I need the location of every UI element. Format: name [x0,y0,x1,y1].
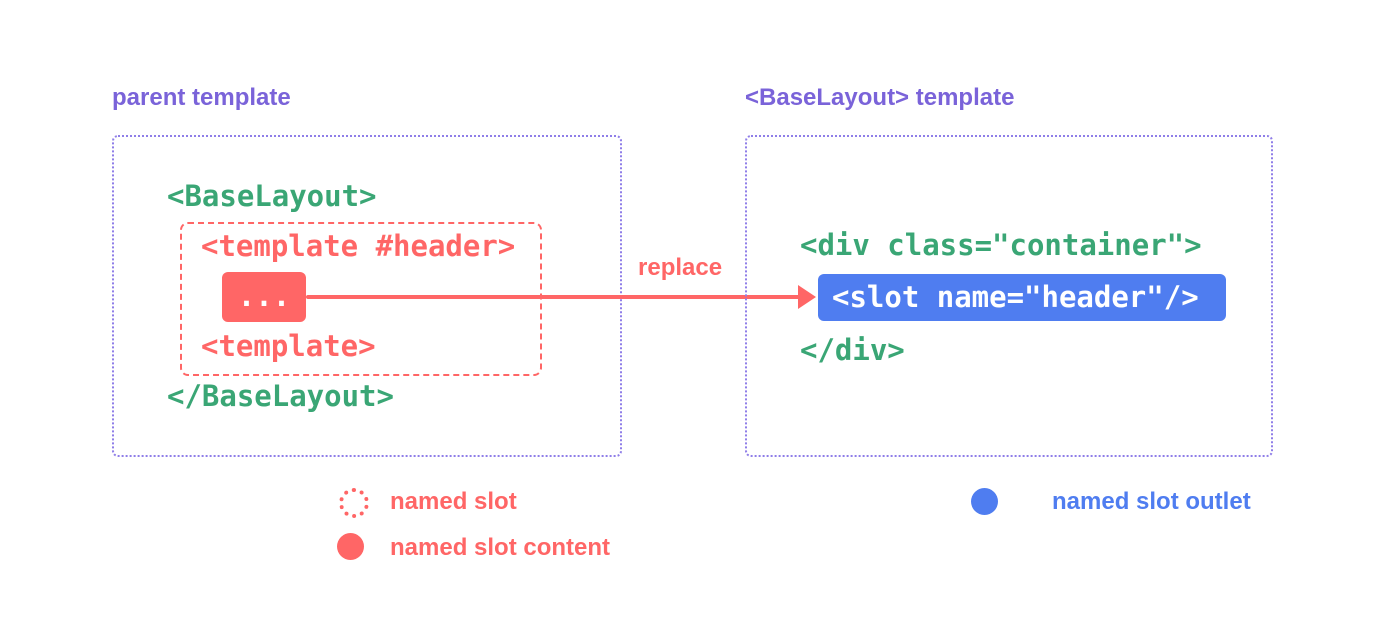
code-slot-content-ellipsis: ... [237,279,291,314]
code-baselayout-open: <BaseLayout> [167,179,377,213]
code-template-header-open: <template #header> [201,229,516,263]
parent-template-title: parent template [112,84,291,111]
named-slot-legend-icon [339,488,369,518]
named-slot-outlet-legend-label: named slot outlet [1052,488,1251,515]
code-baselayout-close: </BaseLayout> [167,379,394,413]
named-slot-content-legend-icon [337,533,364,560]
named-slot-outlet-legend-icon [971,488,998,515]
named-slot-content-box: ... [222,272,306,322]
named-slot-content-legend-label: named slot content [390,534,611,561]
code-template-close: <template> [201,329,376,363]
baselayout-template-title: <BaseLayout> template [745,84,1015,111]
code-div-close: </div> [800,333,905,367]
code-div-container-open: <div class="container"> [800,228,1202,262]
named-slot-legend-label: named slot [390,488,517,515]
replace-arrow-label: replace [638,254,723,281]
baselayout-template-box [745,135,1273,457]
named-slot-dashed-box [180,222,542,376]
replace-arrow-head-icon [798,285,816,309]
code-slot-outlet: <slot name="header"/> [832,279,1199,314]
named-slot-outlet-box: <slot name="header"/> [818,274,1226,321]
replace-arrow-line [306,295,800,299]
